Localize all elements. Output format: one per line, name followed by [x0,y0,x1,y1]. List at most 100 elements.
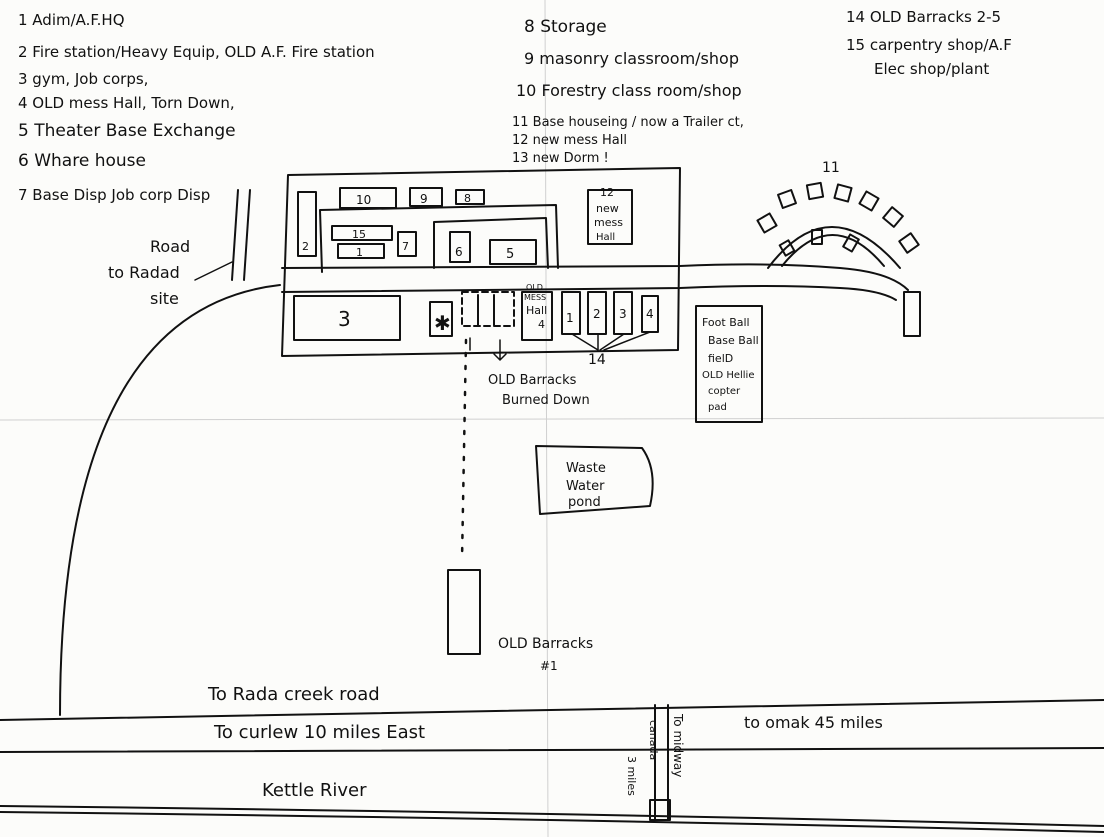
label-11-housing: 11 [822,160,840,176]
label-b6: 6 [455,245,463,259]
river-south-bank [0,811,1104,833]
legend-item-8: 8 Storage [524,17,607,37]
arrow-14-d [603,331,651,351]
label-road-to-radar-1: Road [150,237,190,256]
label-old-barracks-burned-1: OLD Barracks [488,373,577,388]
north-compound-inner [433,217,549,269]
label-football-2: Base Ball [708,334,759,347]
label-to-curlew: To curlew 10 miles East [213,722,425,743]
building-15 [331,225,393,241]
legend-item-15: 15 carpentry shop/A.F [846,36,1012,54]
legend-item-5: 5 Theater Base Exchange [18,121,236,141]
label-football-5: copter [708,386,741,397]
label-road-to-radar-3: site [150,289,179,308]
building-5 [489,239,537,265]
label-b5: 5 [506,247,514,262]
label-waste-2: Water [566,479,605,494]
legend-item-7: 7 Base Disp Job corp Disp [18,186,210,204]
old-barracks-1-building [447,569,481,655]
trailer-8 [778,239,796,257]
label-football-1: Foot Ball [702,316,750,329]
label-old-mess-4: 4 [538,318,545,331]
label-old-mess-mess: MESS [524,293,546,302]
label-old-mess-old: OLD [526,283,543,292]
legend-left: 1 Adim/A.F.HQ 2 Fire station/Heavy Equip… [18,11,375,204]
building-2 [297,191,317,257]
label-to-midway-2: canada [647,720,660,760]
label-new-mess-mess: mess [594,216,623,229]
label-football-4: OLD Hellie [702,370,754,381]
building-east-loop [903,291,921,337]
label-barracks-3: 3 [619,307,627,321]
building-4-old-mess-hall [521,291,553,341]
legend-item-6: 6 Whare house [18,151,146,171]
label-b1: 1 [356,246,363,259]
label-kettle-river: Kettle River [262,780,367,801]
trailer-4 [833,183,853,203]
fold-line-vertical [544,0,549,837]
label-waste-3: pond [568,495,601,510]
building-12-new-mess-hall [587,189,633,245]
label-to-rada-creek: To Rada creek road [207,684,380,705]
legend-item-4: 4 OLD mess Hall, Torn Down, [18,94,235,112]
trailer-1 [756,212,778,234]
legend-item-14: 14 OLD Barracks 2-5 [846,8,1001,26]
label-barracks-1: 1 [566,311,574,325]
label-to-midway-1: To midway [671,713,685,777]
trailer-10 [842,233,860,253]
waste-water-pond [535,445,654,515]
trailer-7 [898,232,920,254]
main-street-south [281,285,897,301]
dotted-path [460,338,468,562]
fold-line-horizontal [0,417,1104,421]
map-labels: Road to Radad site 11 10 9 8 15 2 1 7 6 … [108,160,883,801]
legend-middle: 8 Storage 9 masonry classroom/shop 10 Fo… [512,17,744,166]
old-barracks-burned-site [461,291,515,327]
label-football-6: pad [708,402,727,413]
legend-item-15-cont: Elec shop/plant [874,60,989,78]
barracks-1 [561,291,581,335]
burned-star-icon: ✱ [434,311,451,335]
label-waste-1: Waste [566,461,606,476]
trailer-9 [811,229,823,245]
radar-road-right [243,189,251,281]
label-new-mess-hall: Hall [596,232,615,243]
label-new-mess-new: new [596,202,619,215]
building-8 [455,189,485,205]
legend-item-9: 9 masonry classroom/shop [524,49,739,68]
radar-road-pointer [194,261,233,281]
label-new-mess-12: 12 [600,186,614,199]
legend-item-13: 13 new Dorm ! [512,151,609,166]
label-barracks-2: 2 [593,307,601,321]
label-old-barracks-1-a: OLD Barracks [498,636,593,652]
building-6 [449,231,471,263]
river-north-bank [0,805,1104,827]
legend-right: 14 OLD Barracks 2-5 15 carpentry shop/A.… [846,8,1012,78]
label-b8: 8 [464,192,471,205]
barracks-2 [587,291,607,335]
arrow-burned-b [493,339,507,361]
building-9 [409,187,443,207]
building-3-gym [293,295,401,341]
label-b9: 9 [420,192,428,206]
label-to-omak: to omak 45 miles [744,713,883,732]
label-14: 14 [588,352,606,368]
bridge [649,799,671,821]
building-7 [397,231,417,257]
label-old-barracks-1-b: #1 [540,659,558,673]
legend-item-3: 3 gym, Job corps, [18,70,148,88]
label-football-3: fielD [708,352,733,365]
label-old-barracks-burned-2: Burned Down [502,393,590,408]
housing-loop-inner [781,234,885,267]
label-b2: 2 [302,240,309,253]
building-burned [429,301,453,337]
highway-north-edge [0,699,1104,721]
north-compound-outline [319,204,559,273]
football-field [695,305,763,423]
radar-road-left [231,189,239,281]
label-b15: 15 [352,228,366,241]
main-street-north [281,263,909,291]
label-to-midway-3: 3 miles [625,756,638,796]
